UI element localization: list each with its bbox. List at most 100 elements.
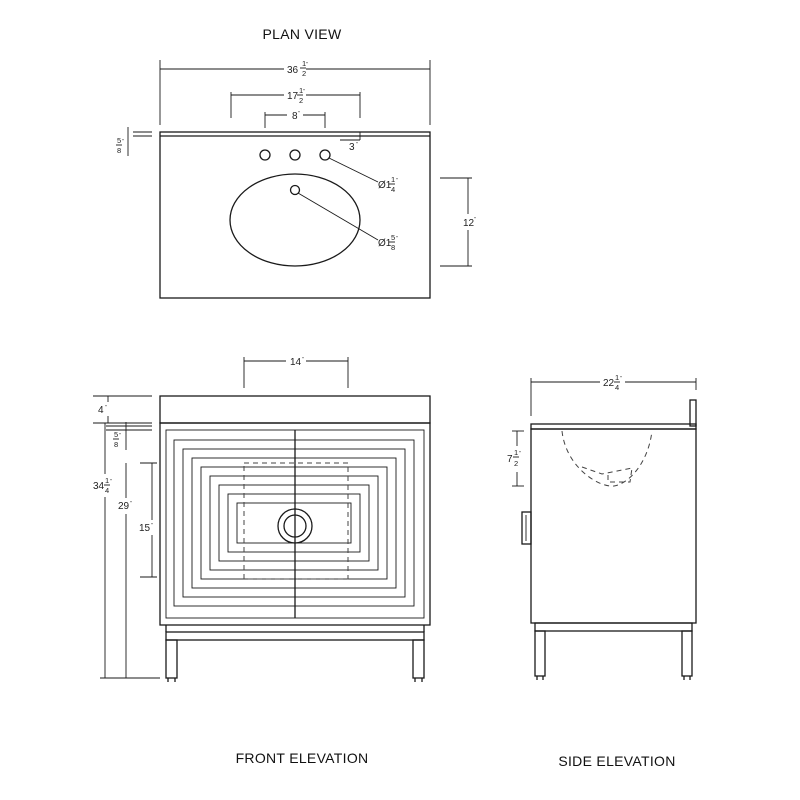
dim-top-height-text: 4 <box>98 405 104 416</box>
side-door-pull <box>521 511 532 545</box>
door-panel-ring-2 <box>182 448 406 598</box>
dim-overall-height-num: 1 <box>105 476 109 485</box>
dim-faucet-span-whole: 17 <box>287 91 299 102</box>
dim-side-depth-whole: 22 <box>603 378 615 389</box>
dim-basin-depth-whole: 7 <box>507 454 513 465</box>
dim-faucet-hole: Ø1 1 4 " <box>378 175 398 194</box>
side-elevation: 22 1 4 " 7 1 2 " <box>507 373 697 680</box>
plan-view: 36 1 2 " 17 1 2 " 8 " <box>116 59 476 299</box>
dim-top-thickness-den: 8 <box>117 146 121 155</box>
svg-text:": " <box>519 451 521 457</box>
side-hidden-basin <box>561 430 653 487</box>
dim-basin-depth-den: 2 <box>514 459 518 468</box>
dim-counter-height: 29 " <box>118 463 132 678</box>
svg-text:": " <box>306 62 308 68</box>
dim-backsplash-offset-text: 3 <box>349 142 355 153</box>
svg-text:": " <box>298 111 300 117</box>
plan-basin-outline <box>229 173 361 267</box>
door-pull-outer <box>277 508 313 544</box>
side-cabinet-body <box>530 428 697 624</box>
dim-basin-width-text: 14 <box>290 357 302 368</box>
svg-text:": " <box>396 236 398 242</box>
front-hidden-basin <box>243 462 349 580</box>
dim-side-depth-den: 4 <box>615 383 619 392</box>
dim-overall-height-den: 4 <box>105 486 109 495</box>
dim-front-top-thickness-den: 8 <box>114 440 118 449</box>
side-leg-back <box>681 630 693 677</box>
dim-top-thickness: 5 8 " <box>116 127 152 156</box>
dim-side-depth-num: 1 <box>615 373 619 382</box>
svg-text:": " <box>303 89 305 95</box>
dim-front-top-thickness: 5 8 " <box>106 422 152 450</box>
dim-plan-depth-text: 12 <box>463 218 475 229</box>
dim-drain-hole: Ø1 5 8 " <box>378 233 398 252</box>
dim-basin-depth-num: 1 <box>514 448 518 457</box>
dim-basin-depth: 7 1 2 " <box>507 430 524 487</box>
front-countertop <box>159 395 431 424</box>
plan-view-title: PLAN VIEW <box>263 26 342 42</box>
faucet-hole-left <box>259 149 271 161</box>
dim-plan-depth: 12 " <box>440 177 476 267</box>
dim-basin-width: 14 " <box>243 357 349 388</box>
faucet-hole-center <box>289 149 301 161</box>
front-leg-right <box>412 639 425 679</box>
door-panel-ring-4 <box>200 466 388 580</box>
side-leg-front <box>534 630 546 677</box>
front-cabinet-body <box>159 422 431 626</box>
dim-drain-hole-den: 8 <box>391 243 395 252</box>
svg-text:": " <box>396 178 398 184</box>
side-backsplash <box>689 399 697 427</box>
dim-faucet-span-den: 2 <box>299 96 303 105</box>
door-panel-ring-7 <box>227 493 361 553</box>
dim-top-thickness-num: 5 <box>117 136 121 145</box>
dim-faucet-span-num: 1 <box>299 86 303 95</box>
dim-faucet-hole-den: 4 <box>391 185 395 194</box>
svg-text:": " <box>356 142 358 148</box>
side-elevation-title: SIDE ELEVATION <box>558 753 675 769</box>
door-pull-inner <box>283 514 307 538</box>
dim-drain-hole-num: 5 <box>391 233 395 242</box>
svg-text:": " <box>119 433 121 439</box>
front-elevation: 14 " 4 " 5 8 " 34 1 <box>93 357 431 682</box>
dim-faucet-spacing-text: 8 <box>292 111 298 122</box>
side-countertop <box>530 423 697 430</box>
dim-plan-width-num: 1 <box>302 59 306 68</box>
svg-text:": " <box>122 139 124 145</box>
dim-faucet-spacing: 8 " <box>264 111 326 128</box>
dim-faucet-span: 17 1 2 " <box>230 86 361 118</box>
svg-text:": " <box>151 523 153 529</box>
dim-top-height: 4 " <box>93 395 152 424</box>
door-panel-ring-3 <box>191 457 397 589</box>
side-base-apron <box>534 622 693 632</box>
dim-basin-height-text: 15 <box>139 523 151 534</box>
front-elevation-title: FRONT ELEVATION <box>236 750 369 766</box>
drain-hole <box>289 184 301 196</box>
dim-side-depth: 22 1 4 " <box>530 373 697 416</box>
dim-overall-height: 34 1 4 " <box>93 423 160 679</box>
drain-hole-leader <box>297 192 379 241</box>
dim-counter-height-text: 29 <box>118 501 130 512</box>
faucet-hole-right <box>319 149 331 161</box>
faucet-hole-leader <box>328 157 379 183</box>
dim-basin-height: 15 " <box>139 462 157 578</box>
door-panel-ring-1 <box>173 439 415 607</box>
front-leg-left <box>165 639 178 679</box>
door-panel-ring-5 <box>209 475 379 571</box>
dim-faucet-hole-num: 1 <box>391 175 395 184</box>
dim-faucet-hole-whole: Ø1 <box>378 180 392 191</box>
dim-backsplash-offset: 3 " <box>340 132 361 153</box>
door-panel-ring-6 <box>218 484 370 562</box>
plan-countertop-outline <box>159 131 431 299</box>
svg-text:": " <box>474 217 476 223</box>
svg-text:": " <box>130 501 132 507</box>
dim-plan-width-whole: 36 <box>287 65 299 76</box>
dim-plan-width-den: 2 <box>302 69 306 78</box>
dim-front-top-thickness-num: 5 <box>114 430 118 439</box>
dim-drain-hole-whole: Ø1 <box>378 238 392 249</box>
svg-text:": " <box>110 479 112 485</box>
svg-text:": " <box>620 376 622 382</box>
front-base-apron <box>165 631 425 641</box>
dim-plan-width: 36 1 2 " <box>159 59 431 125</box>
dim-overall-height-whole: 34 <box>93 481 105 492</box>
